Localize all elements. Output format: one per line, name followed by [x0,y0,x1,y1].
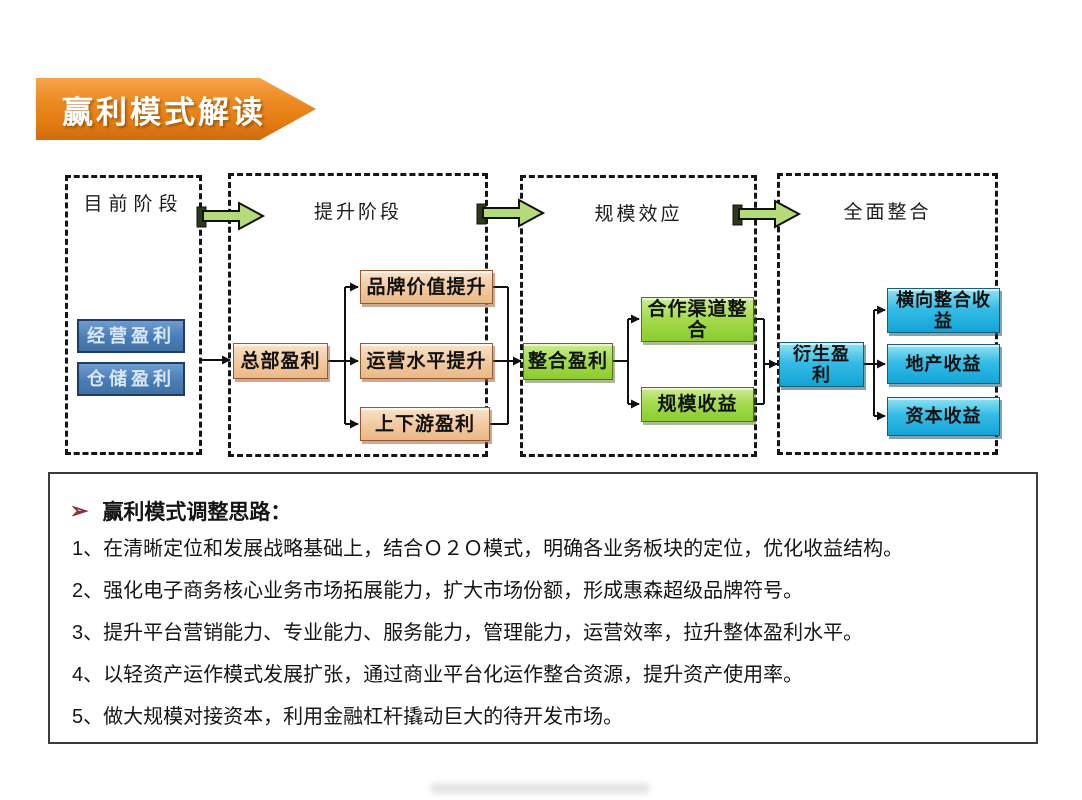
stage-label-improve: 提升阶段 [313,202,402,223]
arrow-bullet-icon: ➢ [70,498,89,523]
note-item-3: 3、提升平台营销能力、专业能力、服务能力，管理能力，运营效率，拉升整体盈利水平。 [72,622,864,644]
watermark-smudge [430,783,650,794]
stage-panel-scale [520,175,757,457]
box-upstream-downstream: 上下游盈利 [360,407,490,441]
notes-heading-text: 赢利模式调整思路： [102,501,292,524]
note-item-2: 2、强化电子商务核心业务市场拓展能力，扩大市场份额，形成惠森超级品牌符号。 [72,580,804,602]
notes-panel: ➢ 赢利模式调整思路： 1、在清晰定位和发展战略基础上，结合Ｏ２Ｏ模式，明确各业… [48,472,1038,744]
box-derivative-profit: 衍生盈利 [779,342,864,387]
box-scale-revenue: 规模收益 [641,387,754,422]
stage-label-current: 目前阶段 [83,194,184,215]
stage-panel-improve [228,173,488,457]
box-integration-profit: 整合盈利 [523,343,613,380]
box-capital-revenue: 资本收益 [887,397,1000,436]
note-item-4: 4、以轻资产运作模式发展扩张，通过商业平台化运作整合资源，提升资产使用率。 [72,664,804,686]
notes-heading: ➢ 赢利模式调整思路： [64,494,1018,528]
box-realestate-revenue: 地产收益 [887,344,1000,384]
note-item-5: 5、做大规模对接资本，利用金融杠杆撬动巨大的待开发市场。 [72,706,624,728]
stage-label-integration: 全面整合 [843,202,932,223]
box-warehouse-profit: 仓储盈利 [77,362,185,396]
box-horizontal-revenue: 横向整合收益 [887,288,1000,333]
title-banner: 赢利模式解读 [36,78,316,140]
page-title: 赢利模式解读 [62,94,266,130]
box-channel-integration: 合作渠道整合 [641,297,754,342]
box-operation-level: 运营水平提升 [360,343,493,379]
box-headquarters-profit: 总部盈利 [233,343,328,379]
note-item-1: 1、在清晰定位和发展战略基础上，结合Ｏ２Ｏ模式，明确各业务板块的定位，优化收益结… [72,538,904,560]
stage-label-scale: 规模效应 [594,204,683,225]
box-brand-value: 品牌价值提升 [360,270,493,304]
box-operating-profit: 经营盈利 [77,319,185,353]
stage-panel-current [65,175,202,455]
